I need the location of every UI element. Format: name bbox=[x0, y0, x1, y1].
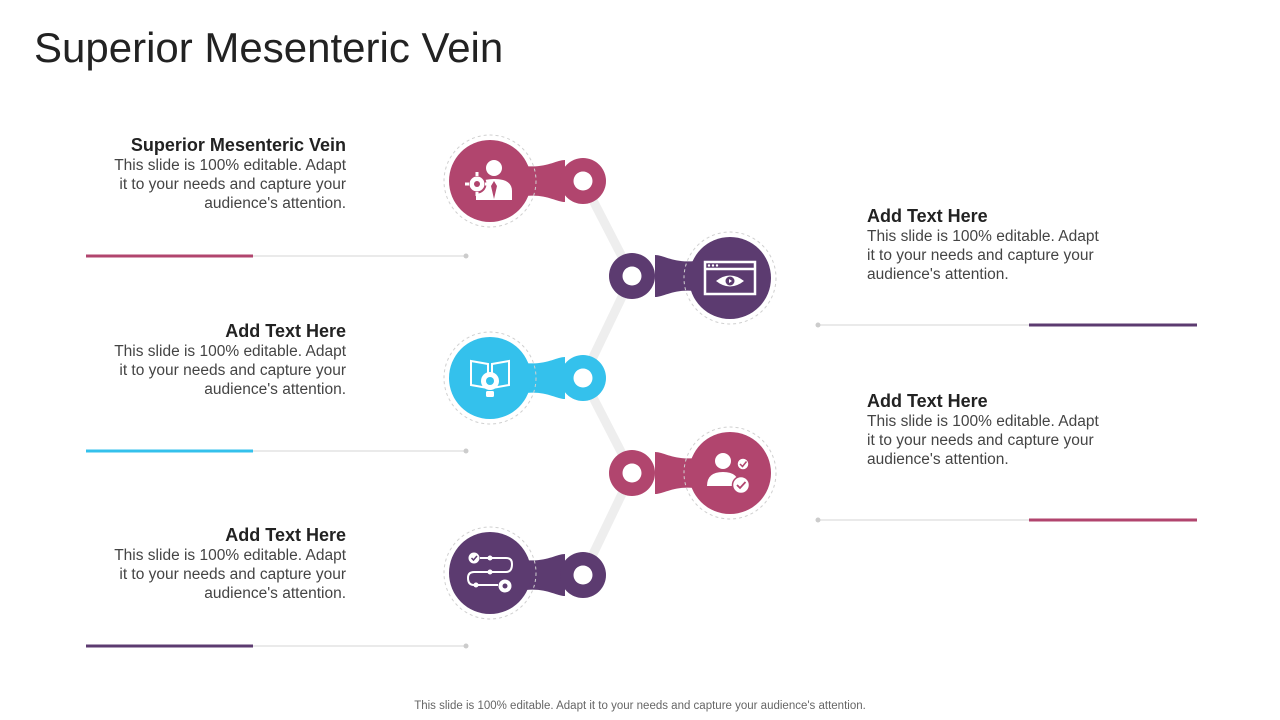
footer-note: This slide is 100% editable. Adapt it to… bbox=[414, 700, 866, 712]
node-4 bbox=[609, 426, 777, 520]
browser-eye-icon bbox=[703, 260, 757, 296]
text-block-4: Add Text Here This slide is 100% editabl… bbox=[867, 390, 1127, 469]
divider-3 bbox=[86, 448, 469, 454]
node-1 bbox=[443, 134, 606, 228]
text-block-body: This slide is 100% editable. Adapt it to… bbox=[867, 412, 1127, 469]
body-line: This slide is 100% editable. Adapt bbox=[114, 547, 346, 564]
divider-4 bbox=[815, 517, 1197, 523]
text-block-heading: Add Text Here bbox=[225, 525, 346, 545]
text-block-heading: Add Text Here bbox=[867, 391, 988, 411]
node-2 bbox=[609, 231, 777, 325]
workflow-icon bbox=[466, 552, 514, 593]
body-line: it to your needs and capture your bbox=[119, 566, 346, 583]
body-line: This slide is 100% editable. Adapt bbox=[114, 157, 346, 174]
body-line: This slide is 100% editable. Adapt bbox=[867, 413, 1099, 430]
body-line: This slide is 100% editable. Adapt bbox=[867, 228, 1099, 245]
divider-2 bbox=[815, 322, 1197, 328]
text-block-body: This slide is 100% editable. Adapt it to… bbox=[86, 342, 346, 399]
text-block-3: Add Text Here This slide is 100% editabl… bbox=[86, 320, 346, 399]
body-line: audience's attention. bbox=[867, 451, 1009, 468]
body-line: it to your needs and capture your bbox=[867, 432, 1094, 449]
body-line: it to your needs and capture your bbox=[119, 176, 346, 193]
body-line: audience's attention. bbox=[867, 266, 1009, 283]
node-3 bbox=[443, 331, 606, 425]
text-block-body: This slide is 100% editable. Adapt it to… bbox=[86, 156, 346, 213]
body-line: it to your needs and capture your bbox=[119, 362, 346, 379]
book-bulb-icon bbox=[470, 359, 510, 397]
text-block-2: Add Text Here This slide is 100% editabl… bbox=[867, 205, 1127, 284]
node-5 bbox=[443, 526, 606, 620]
text-block-5: Add Text Here This slide is 100% editabl… bbox=[86, 524, 346, 603]
text-block-heading: Superior Mesenteric Vein bbox=[130, 135, 346, 155]
body-line: audience's attention. bbox=[204, 585, 346, 602]
text-block-body: This slide is 100% editable. Adapt it to… bbox=[86, 546, 346, 603]
businessman-gear-icon bbox=[465, 160, 512, 200]
text-block-heading: Add Text Here bbox=[225, 321, 346, 341]
body-line: it to your needs and capture your bbox=[867, 247, 1094, 264]
text-block-body: This slide is 100% editable. Adapt it to… bbox=[867, 227, 1127, 284]
slide-title: Superior Mesenteric Vein bbox=[34, 24, 504, 71]
body-line: audience's attention. bbox=[204, 381, 346, 398]
divider-1 bbox=[86, 253, 469, 259]
divider-5 bbox=[86, 643, 469, 649]
user-gears-icon bbox=[707, 453, 751, 495]
body-line: This slide is 100% editable. Adapt bbox=[114, 343, 346, 360]
body-line: audience's attention. bbox=[204, 195, 346, 212]
text-block-heading: Add Text Here bbox=[867, 206, 988, 226]
text-block-1: Superior Mesenteric Vein This slide is 1… bbox=[86, 134, 346, 213]
